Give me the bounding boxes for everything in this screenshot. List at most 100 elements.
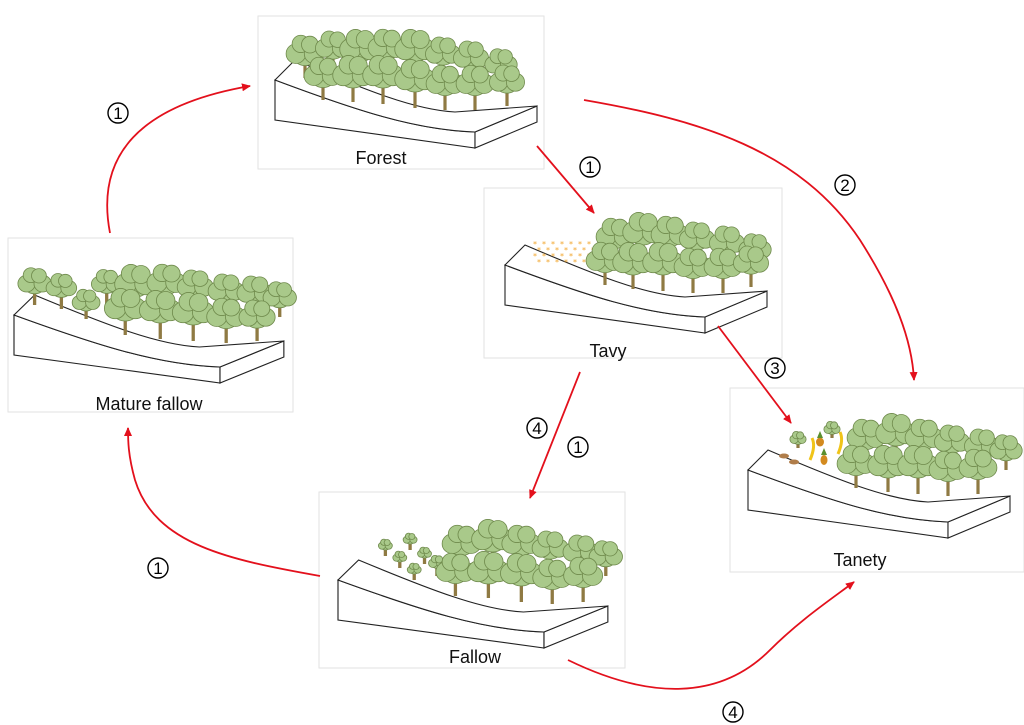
tree-icon [362,55,404,104]
tree-icon [435,552,476,596]
svg-text:*: * [546,258,550,267]
tree-icon [90,269,123,305]
svg-text:*: * [537,258,541,267]
step-circle-fallow-to-tanety: 4 [722,701,744,723]
tree-icon [673,247,713,293]
svg-text:*: * [569,240,573,249]
tree-icon [455,64,495,110]
svg-text:*: * [555,258,559,267]
young-tree-icon [417,546,432,564]
mature-fallow-landscape [12,263,297,384]
tree-icon [989,434,1023,470]
pineapple-icon [816,437,824,447]
fallow-label: Fallow [449,647,502,667]
tuber-icon [779,453,789,459]
tree-icon [471,519,514,562]
tree-icon [425,64,465,110]
svg-text:*: * [555,246,559,255]
young-tree-icon [402,532,418,550]
tree-icon [588,540,623,576]
svg-text:*: * [578,252,582,261]
step-circle-tavy-to-fallow-b: 1 [567,436,589,458]
fallow-landscape [336,519,623,649]
step-number: 3 [770,359,779,378]
forest-landscape [274,28,538,149]
mature-fallow-label: Mature fallow [95,394,203,414]
tree-icon [332,55,374,102]
tree-icon [206,297,247,343]
tree-icon [238,299,276,341]
tree-icon [563,556,604,602]
tuber-icon [789,459,799,465]
svg-text:*: * [582,246,586,255]
step-number: 1 [585,158,594,177]
svg-text:*: * [587,240,591,249]
svg-text:*: * [542,252,546,261]
tree-icon [650,215,690,257]
tree-icon [467,551,510,598]
step-circle-tavy-to-fallow-a: 4 [526,417,548,439]
svg-text:*: * [573,246,577,255]
tanety-landscape [747,413,1023,539]
tree-icon [262,281,297,317]
svg-text:*: * [560,252,564,261]
fruit-tree-icon [823,420,841,438]
tree-icon [532,558,573,604]
step-number: 2 [840,176,849,195]
svg-text:*: * [582,258,586,267]
tavy-landscape: **************************** [504,212,772,334]
step-number: 4 [532,419,541,438]
young-tree-icon [406,562,422,580]
tree-icon [441,524,482,566]
tree-icon [315,30,351,70]
tree-icon [176,269,214,309]
tree-icon [453,40,489,80]
tanety-label: Tanety [833,550,886,570]
tree-icon [501,524,542,566]
step-number: 1 [113,104,122,123]
tree-icon [45,273,78,309]
arrow-forest-to-tanety [583,99,918,381]
step-circle-fallow-to-mature-fallow: 1 [147,557,169,579]
tree-icon [17,267,52,305]
step-number: 1 [573,438,582,457]
banana-icon [836,431,844,455]
svg-text:*: * [560,240,564,249]
svg-text:*: * [546,246,550,255]
arrow-forest-to-tavy [536,145,595,214]
tree-icon [958,448,998,494]
step-circle-mature-fallow-to-forest: 1 [107,102,129,124]
arrow-tavy-to-tanety [717,325,792,424]
pineapple-icon [820,455,828,465]
young-tree-icon [378,538,393,556]
svg-text:*: * [564,246,568,255]
crops-icon [779,431,844,465]
svg-text:*: * [569,252,573,261]
arrow-tavy-to-fallow [529,371,581,499]
svg-text:*: * [533,252,537,261]
forest-label: Forest [355,148,406,168]
tree-icon [285,34,325,78]
tree-icon [733,245,769,287]
svg-text:*: * [537,246,541,255]
arrow-mature-fallow-to-forest [106,83,251,234]
arrow-fallow-to-tanety [567,581,855,690]
tree-icon [303,56,343,100]
fruit-tree-icon [789,430,807,448]
tree-icon [867,445,909,492]
banana-icon [808,437,816,461]
step-number: 4 [728,703,737,722]
young-tree-icon [392,550,408,568]
step-circle-forest-to-tavy: 1 [579,156,601,178]
svg-text:*: * [551,240,555,249]
tree-icon [71,288,101,319]
step-circle-forest-to-tanety: 2 [834,174,856,196]
tree-icon [489,64,525,106]
arrow-fallow-to-mature-fallow [124,427,321,577]
svg-text:*: * [564,258,568,267]
svg-text:*: * [573,258,577,267]
tavy-label: Tavy [589,341,626,361]
svg-text:*: * [542,240,546,249]
step-circle-tavy-to-tanety: 3 [764,357,786,379]
